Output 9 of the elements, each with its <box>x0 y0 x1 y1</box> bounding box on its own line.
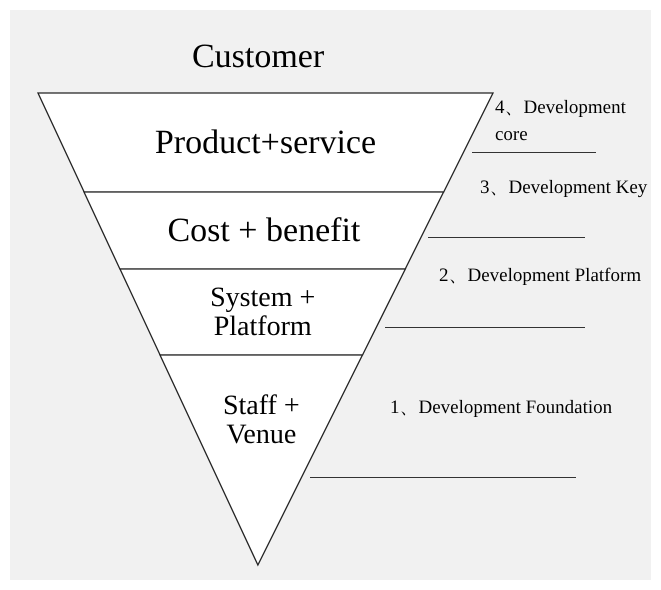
band-label: System + Platform <box>209 282 316 342</box>
band-label: Staff + Venue <box>222 390 301 450</box>
band-label: Product+service <box>154 124 378 160</box>
band-label: Cost + benefit <box>166 212 362 248</box>
level-label: 1、Development Foundation <box>390 396 614 420</box>
diagram-title: Customer <box>192 38 324 76</box>
level-label: 3、Development Key <box>480 176 648 200</box>
level-label: 2、Development Platform <box>439 264 642 288</box>
level-label: 4、Development core <box>495 96 627 147</box>
